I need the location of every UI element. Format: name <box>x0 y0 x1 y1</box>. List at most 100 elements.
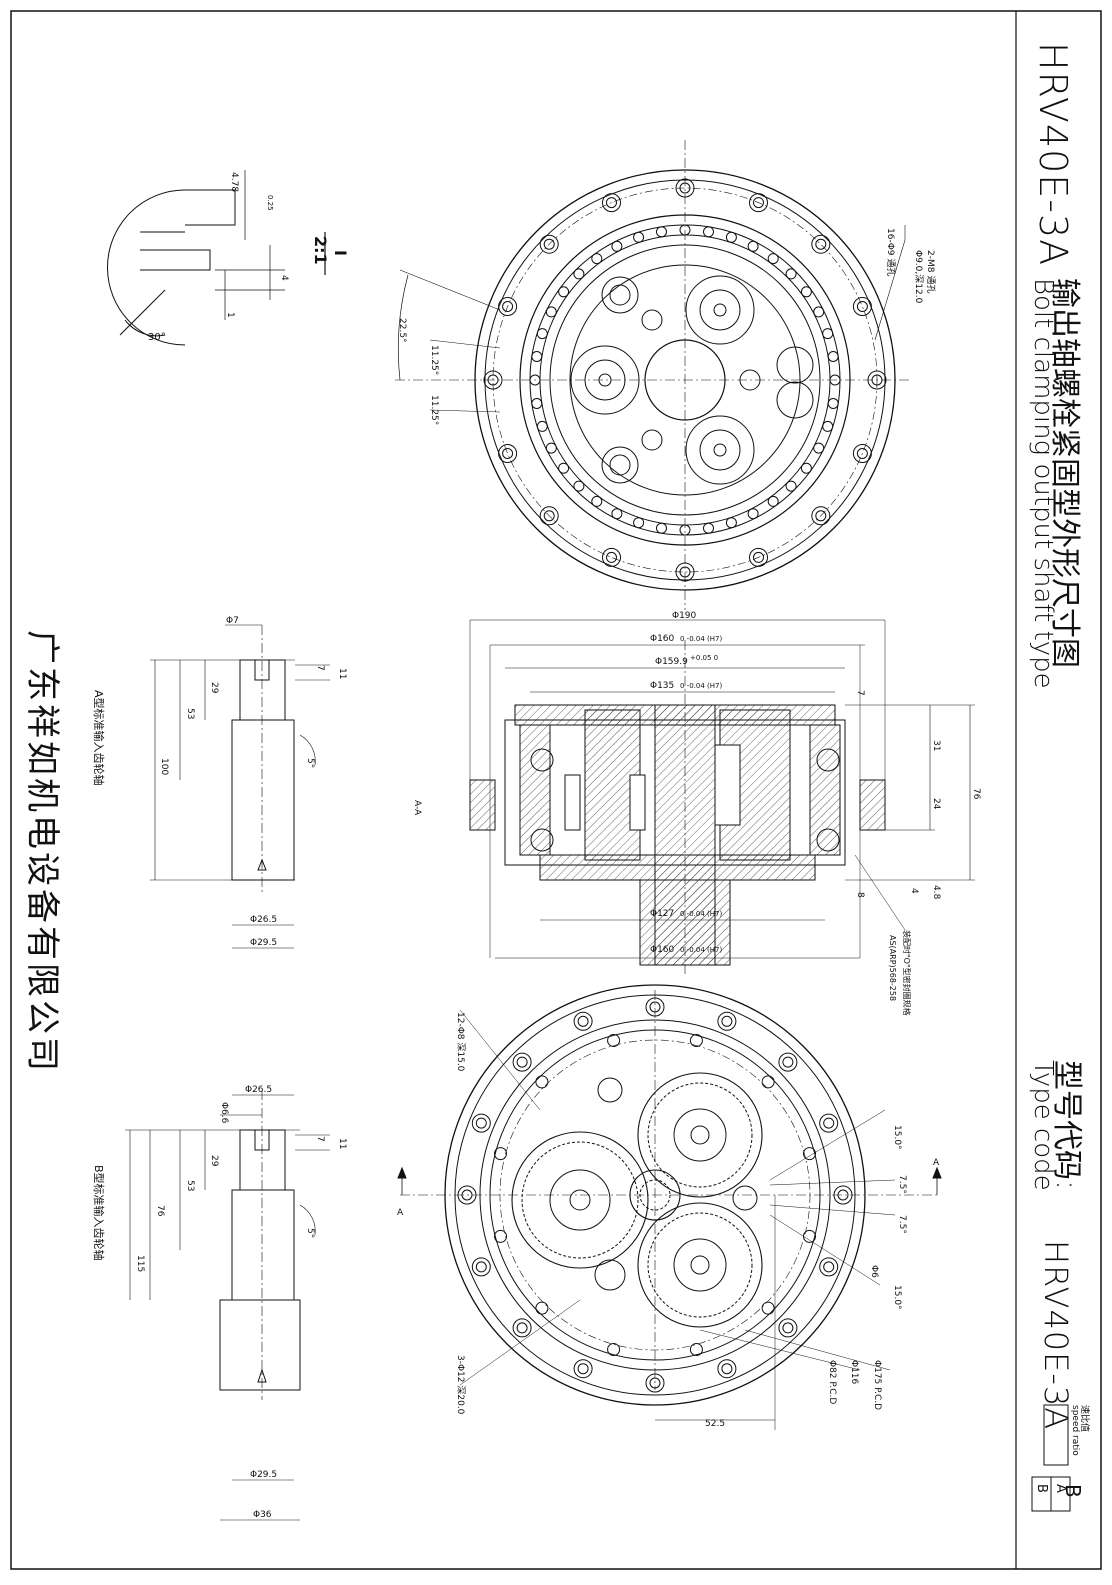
dim-h31: 31 <box>931 740 941 751</box>
top-bolt-hole <box>602 193 621 213</box>
shaft-a-l7: 7 <box>315 665 325 671</box>
dim-d160b-tol: 0 -0.04 (H7) <box>680 946 722 954</box>
shaft-a-l53: 53 <box>185 708 195 719</box>
bottom-bolt-hole-inner <box>721 1015 733 1027</box>
bottom-tapped-hole <box>803 1229 816 1243</box>
top-bolt-hole-inner <box>815 510 827 522</box>
top-roller <box>611 508 623 520</box>
dim-d135-tol: 0 -0.04 (H7) <box>680 682 722 690</box>
top-roller <box>800 286 812 298</box>
bottom-bolt-hole <box>512 1318 532 1338</box>
section-label: A-A <box>412 800 422 816</box>
dim-d1599: Φ159.9 <box>655 657 688 667</box>
top-roller <box>829 374 841 386</box>
top-roller <box>611 240 623 252</box>
bottom-bolt-hole-inner <box>516 1056 528 1068</box>
top-holes-through: 16-Φ9 通孔 <box>885 228 896 276</box>
top-roller <box>591 253 603 265</box>
top-roller <box>767 495 779 507</box>
speed-ratio-en: speed ratio <box>1070 1405 1080 1456</box>
top-roller <box>822 328 834 340</box>
type-code-en: Type code <box>1028 1060 1058 1191</box>
bottom-bolt-hole <box>819 1257 839 1277</box>
top-roller <box>827 398 839 409</box>
top-roller <box>573 480 585 492</box>
top-roller <box>536 328 548 340</box>
shaft-a-d265: Φ26.5 <box>250 915 277 925</box>
top-roller <box>591 495 603 507</box>
detail-angle: 30° <box>148 332 166 343</box>
bottom-tapped-hole <box>689 1343 703 1356</box>
detail-scale: 2:1 <box>311 236 330 265</box>
dim-h76: 76 <box>971 788 981 800</box>
type-code-value: HRV40E-3A <box>1037 1240 1075 1431</box>
top-bolt-hole <box>498 444 518 463</box>
shaft-a-l11: 11 <box>337 668 347 679</box>
bottom-bolt-hole-inner <box>475 1261 487 1273</box>
option-b-large: B <box>1061 1484 1085 1498</box>
top-roller <box>725 517 737 529</box>
top-bolt-hole <box>867 370 887 390</box>
bottom-bolt-hole <box>512 1052 532 1072</box>
top-bolt-hole <box>539 506 559 526</box>
top-roller <box>785 480 797 492</box>
detail-depth-dim: 4.78 <box>229 172 239 192</box>
bottom-bolt-hole-inner <box>577 1363 589 1375</box>
detail-dim-1: 1 <box>225 312 235 318</box>
bottom-d116: Φ116 <box>849 1360 859 1385</box>
dim-h48: 4.8 <box>931 885 941 900</box>
top-bolt-hole <box>675 178 695 198</box>
detail-label: I <box>331 250 350 256</box>
top-bolt-hole <box>675 562 695 582</box>
dim-d135: Φ135 <box>650 681 674 691</box>
top-bolt-hole-inner <box>753 197 764 209</box>
title-en: Bolt clamping output shaft type <box>1028 278 1058 689</box>
bottom-tapped-hole <box>607 1343 621 1356</box>
shaft-a-l29: 29 <box>209 682 219 694</box>
bottom-bolt-hole <box>573 1359 593 1379</box>
bottom-angle-75a: 7.5° <box>897 1175 907 1194</box>
top-bolt-hole <box>749 547 768 567</box>
top-roller <box>813 442 825 454</box>
top-roller <box>633 517 645 529</box>
top-bolt-hole <box>539 234 559 254</box>
dim-h24: 24 <box>931 798 941 810</box>
bottom-bolt-hole <box>645 997 665 1017</box>
option-b[interactable]: B <box>1034 1484 1049 1493</box>
bottom-bolt-hole-inner <box>516 1322 528 1334</box>
top-bolt-hole <box>852 444 872 463</box>
bottom-bolt-hole-inner <box>461 1189 473 1201</box>
bottom-bolt-hole-inner <box>577 1015 589 1027</box>
bottom-tapped-hole <box>607 1034 621 1047</box>
bottom-bolt-hole <box>717 1011 737 1031</box>
top-bolt-hole-inner <box>487 374 499 386</box>
shaft-b <box>125 1090 330 1521</box>
speed-ratio-zh: 速比值 <box>1079 1405 1089 1433</box>
shaft-a-d295: Φ29.5 <box>250 938 277 948</box>
top-bolt-hole <box>749 193 768 213</box>
dim-h8: 8 <box>855 892 865 898</box>
model-title: HRV40E-3A <box>1031 42 1075 267</box>
bottom-angle-75b: 7.5° <box>897 1215 907 1234</box>
top-roller <box>822 420 834 432</box>
shaft-b-d295: Φ29.5 <box>250 1470 277 1480</box>
top-bolt-hole-inner <box>679 182 691 194</box>
bottom-bolt-hole-inner <box>649 1377 661 1389</box>
speed-ratio-box[interactable] <box>1043 1404 1069 1466</box>
bottom-bolt-hole-inner <box>782 1056 794 1068</box>
shaft-b-l76: 76 <box>155 1205 165 1217</box>
top-bolt-hole-inner <box>856 448 868 459</box>
top-roller <box>800 462 812 474</box>
dim-d127-tol: 0 -0.04 (H7) <box>680 910 722 918</box>
bottom-bolt-hole <box>457 1185 477 1205</box>
bottom-angle-15b: 15.0° <box>892 1285 902 1310</box>
top-bolt-hole-inner <box>606 197 617 209</box>
top-bolt-hole-inner <box>871 374 883 386</box>
top-roller <box>813 306 825 318</box>
dim-d190: Φ190 <box>672 611 697 621</box>
dim-d160: Φ160 <box>650 634 675 644</box>
top-bolt-hole-inner <box>543 238 555 250</box>
bottom-section-mark-right: A <box>933 1158 940 1168</box>
top-roller <box>529 374 541 386</box>
